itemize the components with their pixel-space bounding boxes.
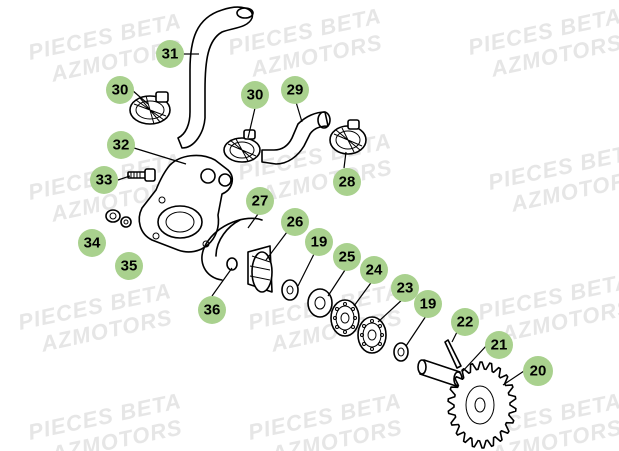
svg-text:24: 24 [366, 262, 383, 279]
callout-36: 36 [198, 296, 226, 324]
washer-19-upper [281, 279, 299, 301]
callout-27: 27 [246, 187, 274, 215]
callout-24: 24 [360, 256, 388, 284]
callout-31: 31 [156, 40, 184, 68]
hose-clamp-28 [329, 119, 367, 155]
callout-23: 23 [391, 274, 419, 302]
callout-20: 20 [523, 356, 553, 386]
bolt-33 [127, 168, 156, 182]
callout-26: 26 [281, 208, 309, 236]
callout-30-left: 30 [106, 76, 134, 104]
svg-text:21: 21 [491, 337, 508, 354]
svg-text:23: 23 [397, 280, 414, 297]
callout-30-middle: 30 [241, 81, 269, 109]
gasket-27 [201, 217, 263, 281]
bearing-24 [330, 299, 360, 337]
svg-text:29: 29 [287, 82, 304, 99]
bearing-23 [357, 316, 387, 354]
gear-20 [447, 361, 517, 449]
svg-text:22: 22 [457, 314, 474, 331]
nut-34 [105, 209, 121, 223]
callout-22: 22 [451, 308, 479, 336]
callout-32: 32 [107, 131, 135, 159]
leader-lines [117, 53, 525, 386]
callout-35: 35 [115, 252, 143, 280]
svg-text:36: 36 [204, 302, 221, 319]
hose-29 [261, 111, 331, 165]
hose-clamp-30-left [129, 91, 171, 125]
svg-text:32: 32 [113, 137, 130, 154]
callout-28: 28 [333, 168, 361, 196]
washer-19-lower [393, 342, 409, 362]
svg-text:33: 33 [96, 172, 113, 189]
svg-text:31: 31 [162, 46, 179, 63]
callout-19-upper: 19 [305, 228, 333, 256]
svg-text:26: 26 [287, 214, 304, 231]
hose-clamp-30-middle [223, 129, 261, 163]
svg-text:19: 19 [311, 234, 328, 251]
svg-text:19: 19 [420, 296, 437, 313]
svg-text:20: 20 [530, 363, 547, 380]
svg-text:25: 25 [339, 249, 356, 266]
svg-text:27: 27 [252, 193, 269, 210]
hose-31 [177, 6, 254, 149]
svg-text:30: 30 [247, 87, 264, 104]
svg-text:28: 28 [339, 174, 356, 191]
impeller-26 [247, 245, 273, 293]
callout-19-lower: 19 [414, 290, 442, 318]
svg-text:30: 30 [112, 82, 129, 99]
callout-34: 34 [78, 229, 106, 257]
callout-21: 21 [485, 331, 513, 359]
callout-25: 25 [333, 243, 361, 271]
svg-text:34: 34 [84, 235, 101, 252]
svg-text:35: 35 [121, 258, 138, 275]
seal-25 [307, 288, 333, 318]
pump-cover-32 [138, 154, 234, 253]
ring-36 [226, 257, 238, 271]
callout-29: 29 [281, 76, 309, 104]
pin-22 [444, 339, 462, 369]
washer-35 [120, 216, 132, 228]
callout-33: 33 [90, 166, 118, 194]
